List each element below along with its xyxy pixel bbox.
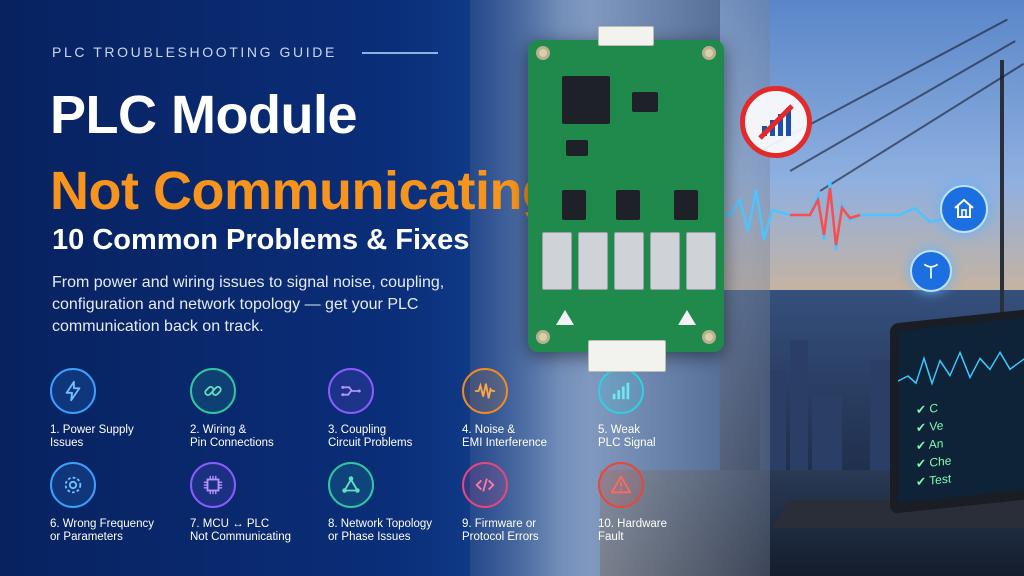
feature-label: 2. Wiring & Pin Connections	[190, 424, 274, 449]
circuit-icon	[328, 368, 374, 414]
title-line-2: Not Communicating	[50, 161, 555, 221]
feature-label: 10. Hardware Fault	[598, 518, 668, 543]
mcu-chip	[562, 76, 610, 124]
code-icon	[462, 462, 508, 508]
check-item: ✔ C	[916, 400, 939, 418]
feature-label: 6. Wrong Frequency or Parameters	[50, 518, 154, 543]
feature-label: 7. MCU ↔ PLC Not Communicating	[190, 518, 291, 543]
description: From power and wiring issues to signal n…	[52, 274, 445, 335]
waveform-icon	[462, 368, 508, 414]
home-icon	[940, 185, 988, 233]
eyebrow-divider	[362, 52, 438, 54]
warning-label-icon	[678, 310, 696, 325]
plc-circuit-board	[528, 26, 724, 372]
feature-item: 3. Coupling Circuit Problems	[328, 368, 478, 450]
check-item: ✔ Che	[916, 453, 952, 472]
feature-label: 3. Coupling Circuit Problems	[328, 424, 413, 449]
top-connector	[598, 26, 654, 46]
feature-item: 6. Wrong Frequency or Parameters	[50, 462, 200, 544]
feature-label: 8. Network Topology or Phase Issues	[328, 518, 432, 543]
bottom-connector	[588, 340, 666, 372]
feature-item: 1. Power Supply Issues	[50, 368, 200, 450]
feature-item: 5. Weak PLC Signal	[598, 368, 748, 450]
feature-label: 5. Weak PLC Signal	[598, 424, 656, 449]
signal-wave-graphic	[700, 179, 960, 251]
network-icon	[328, 462, 374, 508]
feature-item: 4. Noise & EMI Interference	[462, 368, 612, 450]
check-item: ✔ Ve	[916, 418, 944, 436]
feature-item: 10. Hardware Fault	[598, 462, 748, 544]
feature-item: 2. Wiring & Pin Connections	[190, 368, 340, 450]
check-item: ✔ An	[916, 436, 944, 454]
laptop-screen: ✔ C ✔ Ve ✔ An ✔ Che ✔ Test	[898, 317, 1024, 504]
feature-item: 8. Network Topology or Phase Issues	[328, 462, 478, 544]
feature-label: 9. Firmware or Protocol Errors	[462, 518, 539, 543]
no-signal-icon	[740, 86, 812, 158]
feature-item: 7. MCU ↔ PLC Not Communicating	[190, 462, 340, 544]
warning-label-icon	[556, 310, 574, 325]
signal-bars-icon	[598, 368, 644, 414]
warning-icon	[598, 462, 644, 508]
subtitle: 10 Common Problems & Fixes	[52, 224, 470, 256]
check-item: ✔ Test	[916, 471, 952, 490]
chip-icon	[190, 462, 236, 508]
lightning-icon	[50, 368, 96, 414]
sky-background	[720, 0, 1024, 330]
feature-label: 4. Noise & EMI Interference	[462, 424, 548, 449]
feature-label: 1. Power Supply Issues	[50, 424, 134, 449]
laptop: ✔ C ✔ Ve ✔ An ✔ Che ✔ Test	[890, 308, 1024, 514]
title-line-1: PLC Module	[50, 85, 357, 145]
link-icon	[190, 368, 236, 414]
eyebrow-label: PLC TROUBLESHOOTING GUIDE	[52, 44, 337, 60]
gear-icon	[50, 462, 96, 508]
feature-item: 9. Firmware or Protocol Errors	[462, 462, 612, 544]
utility-pole	[1000, 60, 1004, 390]
relay	[542, 232, 572, 290]
antenna-icon	[910, 250, 952, 292]
